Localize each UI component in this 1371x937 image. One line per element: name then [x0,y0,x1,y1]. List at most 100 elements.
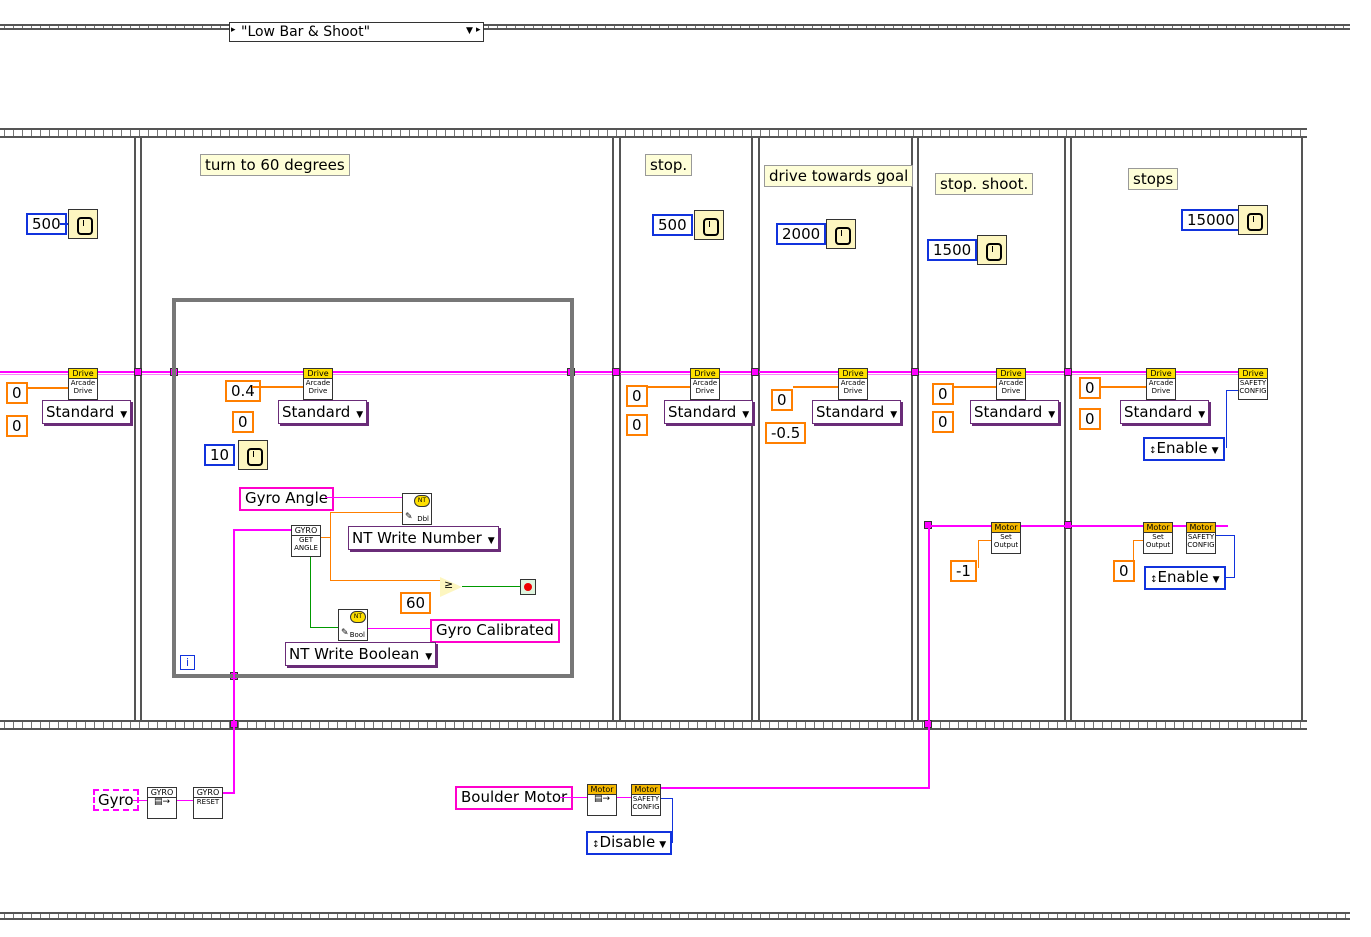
case-increment-arrow[interactable]: ▸ [476,25,481,35]
wire [978,540,979,568]
gyro-angle-key[interactable]: Gyro Angle [239,487,334,511]
enum-arrows-icon: ↕ [1149,446,1157,456]
loop-stop-condition-icon[interactable] [520,579,536,595]
case-dropdown-arrow[interactable]: ▼ [466,26,473,36]
motor-set-output-vi[interactable]: Motor Set Output [1143,522,1173,554]
disable-enum[interactable]: ↕Disable▼ [586,831,673,855]
wire [462,586,520,587]
wait-ms-function-icon[interactable] [1238,205,1268,235]
arcade-right-constant[interactable]: 0 [626,414,648,436]
tunnel [1064,368,1072,376]
motor-output-constant[interactable]: -1 [950,560,977,582]
vi-body: Set Output [1145,533,1171,549]
wire [330,580,440,581]
safety-enable-enum[interactable]: ↕Enable▼ [1143,437,1225,461]
vi-header: Drive [69,369,97,379]
wait-ms-function-icon[interactable] [826,219,856,249]
drive-mode-ring[interactable]: Standard▼ [42,400,132,424]
wait-ms-function-icon[interactable] [68,209,98,239]
drive-mode-ring[interactable]: Standard▼ [1120,400,1210,424]
gyro-open-vi[interactable]: GYRO ▤→ [147,787,177,819]
arcade-drive-vi[interactable]: Drive Arcade Drive [1146,368,1176,400]
vi-body: SAFETY CONFIG [1187,533,1215,549]
wire [560,797,587,798]
drive-mode-ring[interactable]: Standard▼ [970,400,1060,424]
arcade-right-constant[interactable]: -0.5 [765,422,807,444]
greater-or-equal-function[interactable] [440,577,462,597]
drive-mode-ring[interactable]: Standard▼ [664,400,754,424]
arcade-drive-vi[interactable]: Drive Arcade Drive [996,368,1026,400]
arcade-right-constant[interactable]: 0 [1079,408,1101,430]
wait-ms-function-icon[interactable] [238,440,268,470]
arcade-right-constant[interactable]: 0 [932,411,954,433]
rotate-constant[interactable]: 0 [232,411,254,433]
motor-open-vi[interactable]: Motor ▤→ [587,784,617,816]
case-decrement-arrow[interactable]: ▸ [231,25,236,35]
drive-mode-ring[interactable]: Standard▼ [812,400,902,424]
motor-output-constant[interactable]: 0 [1113,560,1135,582]
ring-value: NT Write Number [352,529,482,547]
nt-write-boolean-vi[interactable]: NT Bool ✎ [338,609,368,641]
arcade-drive-vi[interactable]: Drive Arcade Drive [303,368,333,400]
motor-enable-enum[interactable]: ↕Enable▼ [1144,566,1226,590]
case-selector[interactable]: ▸ "Low Bar & Shoot" ▼ ▸ [229,22,484,42]
enum-value: Disable [599,833,656,851]
arcade-drive-vi[interactable]: Drive Arcade Drive [690,368,720,400]
wire [661,787,930,789]
case-selector-value: "Low Bar & Shoot" [241,24,371,40]
motor-safety-config-vi[interactable]: Motor SAFETY CONFIG [1186,522,1216,554]
loop-wait-constant[interactable]: 10 [204,444,236,466]
wire [1226,390,1227,448]
vi-header: Drive [1239,369,1267,379]
wire [1226,390,1238,391]
arcade-left-constant[interactable]: 0 [6,382,28,404]
tunnel [751,368,759,376]
wait-ms-constant[interactable]: 500 [652,214,693,236]
arcade-right-constant[interactable]: 0 [6,415,28,437]
vi-body: Arcade Drive [840,379,866,395]
chevron-down-icon: ▼ [890,410,898,420]
arcade-left-constant[interactable]: 0 [626,385,648,407]
wait-ms-constant[interactable]: 500 [26,213,67,235]
arcade-drive-vi[interactable]: Drive Arcade Drive [838,368,868,400]
chevron-down-icon: ▼ [1212,575,1220,585]
motor-safety-config-vi[interactable]: Motor SAFETY CONFIG [631,784,661,816]
nt-write-number-ring[interactable]: NT Write Number▼ [348,526,499,550]
tunnel [134,368,142,376]
enum-value: Enable [1157,568,1209,586]
arcade-left-constant[interactable]: 0 [771,389,793,411]
wire [321,537,331,538]
gyro-refnum-control[interactable]: Gyro [93,789,139,811]
arcade-left-constant[interactable]: 0 [932,383,954,405]
vi-header: Motor [588,785,616,795]
wire [1101,386,1146,388]
wait-ms-constant[interactable]: 2000 [776,223,827,245]
drive-safety-config-vi[interactable]: Drive SAFETY CONFIG [1238,368,1268,400]
wire [325,497,403,498]
gyro-reset-vi[interactable]: GYRO RESET [193,787,223,819]
speed-constant[interactable]: 0.4 [225,380,261,402]
motor-set-output-vi[interactable]: Motor Set Output [991,522,1021,554]
wait-ms-constant[interactable]: 15000 [1181,209,1241,231]
drive-mode-value: Standard [668,403,737,421]
wire [648,386,690,388]
wire [177,800,193,801]
wait-ms-constant[interactable]: 1500 [927,239,978,261]
wait-ms-function-icon[interactable] [694,210,724,240]
drive-mode-ring[interactable]: Standard▼ [278,400,368,424]
arcade-drive-vi[interactable]: Drive Arcade Drive [68,368,98,400]
arcade-left-constant[interactable]: 0 [1079,377,1101,399]
boulder-motor-ref[interactable]: Boulder Motor [455,786,574,810]
open-icon: ▤→ [593,794,611,804]
gyro-get-angle-vi[interactable]: GYRO GET ANGLE [291,525,321,557]
drive-mode-value: Standard [46,403,115,421]
vi-header: Motor [1144,523,1172,533]
compare-constant[interactable]: 60 [400,592,432,614]
gyro-calibrated-key[interactable]: Gyro Calibrated [430,619,560,643]
nt-write-boolean-ring[interactable]: NT Write Boolean▼ [285,642,437,666]
wire [661,798,673,799]
wait-ms-function-icon[interactable] [977,235,1007,265]
pencil-icon: ✎ [405,512,413,522]
wire [1234,535,1235,577]
nt-write-number-vi[interactable]: NT Dbl ✎ [402,493,432,525]
